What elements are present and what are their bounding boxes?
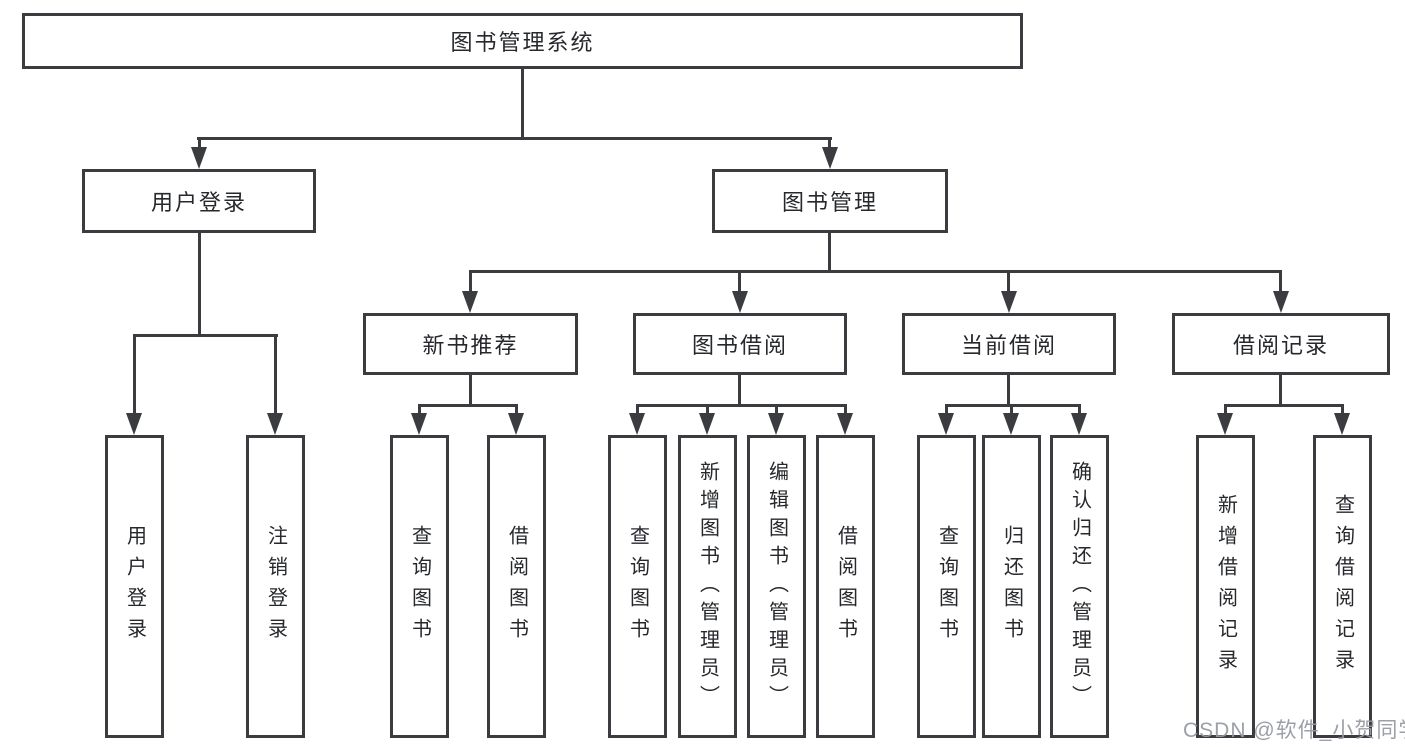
node-borrow-record: 借阅记录 (1172, 313, 1390, 375)
csdn-watermark: CSDN @软件_小贺同学 (1183, 719, 1405, 742)
connector-record-branch (1224, 404, 1344, 407)
connector-login-stem (198, 233, 201, 337)
connector-borrow-stub-1 (636, 404, 639, 416)
arrow-down-icon (699, 413, 715, 435)
arrow-down-icon (126, 413, 142, 435)
leaf-add-borrow-record-label: 新增借阅记录 (1214, 493, 1237, 680)
connector-borrow-stub-2 (706, 404, 709, 416)
connector-borrow-stub-4 (844, 404, 847, 416)
connector-mgmt-stub-2 (738, 270, 741, 291)
leaf-edit-book-admin: 编辑图书（管理员） (747, 435, 806, 738)
arrow-down-icon (938, 413, 954, 435)
connector-login-left-stub (133, 334, 136, 416)
leaf-recommend-borrow-book: 借阅图书 (487, 435, 546, 738)
connector-current-stub-1 (945, 404, 948, 416)
connector-borrow-stem (738, 375, 741, 407)
arrow-down-icon (508, 413, 524, 435)
leaf-add-book-admin-label: 新增图书（管理员） (696, 460, 719, 713)
leaf-confirm-return-admin-label: 确认归还（管理员） (1068, 460, 1091, 713)
arrow-down-icon (822, 147, 838, 169)
leaf-recommend-query-book: 查询图书 (390, 435, 449, 738)
leaf-borrow-book: 借阅图书 (816, 435, 875, 738)
node-book-borrow: 图书借阅 (633, 313, 847, 375)
arrow-down-icon (1071, 413, 1087, 435)
node-user-login-label: 用户登录 (150, 190, 247, 215)
connector-recommend-stub-2 (515, 404, 518, 416)
connector-login-branch (133, 334, 278, 337)
arrow-down-icon (629, 413, 645, 435)
connector-recommend-stem (469, 375, 472, 407)
connector-mgmt-stem (828, 233, 831, 273)
node-borrow-record-label: 借阅记录 (1232, 333, 1329, 358)
arrow-down-icon (732, 291, 748, 313)
leaf-query-borrow-record: 查询借阅记录 (1313, 435, 1372, 738)
leaf-add-borrow-record: 新增借阅记录 (1196, 435, 1255, 738)
connector-root-branch (197, 137, 832, 140)
connector-current-branch (945, 404, 1081, 407)
arrow-down-icon (837, 413, 853, 435)
leaf-return-book: 归还图书 (982, 435, 1041, 738)
connector-recommend-branch (418, 404, 518, 407)
leaf-logout: 注销登录 (246, 435, 305, 738)
arrow-down-icon (1273, 291, 1289, 313)
node-current-borrow-label: 当前借阅 (960, 333, 1057, 358)
connector-record-stub-1 (1224, 404, 1227, 416)
arrow-down-icon (462, 291, 478, 313)
leaf-borrow-query-book-label: 查询图书 (626, 524, 649, 649)
leaf-recommend-borrow-book-label: 借阅图书 (505, 524, 528, 649)
connector-recommend-stub-1 (418, 404, 421, 416)
connector-root-left-stub (198, 137, 201, 151)
node-book-management: 图书管理 (712, 169, 948, 233)
connector-mgmt-stub-4 (1279, 270, 1282, 291)
arrow-down-icon (1003, 413, 1019, 435)
leaf-borrow-query-book: 查询图书 (608, 435, 667, 738)
arrow-down-icon (1217, 413, 1233, 435)
leaf-current-query-book-label: 查询图书 (935, 524, 958, 649)
node-new-book-recommend-label: 新书推荐 (422, 333, 519, 358)
node-book-borrow-label: 图书借阅 (691, 333, 788, 358)
arrow-down-icon (1334, 413, 1350, 435)
leaf-confirm-return-admin: 确认归还（管理员） (1050, 435, 1109, 738)
connector-mgmt-stub-1 (469, 270, 472, 291)
node-new-book-recommend: 新书推荐 (363, 313, 578, 375)
arrow-down-icon (1001, 291, 1017, 313)
connector-borrow-stub-3 (775, 404, 778, 416)
connector-current-stub-2 (1010, 404, 1013, 416)
leaf-user-login: 用户登录 (105, 435, 164, 738)
leaf-edit-book-admin-label: 编辑图书（管理员） (765, 460, 788, 713)
connector-mgmt-stub-3 (1007, 270, 1010, 291)
connector-login-right-stub (274, 334, 277, 416)
arrow-down-icon (267, 413, 283, 435)
connector-root-right-stub (828, 137, 831, 151)
leaf-return-book-label: 归还图书 (1000, 524, 1023, 649)
connector-current-stub-3 (1078, 404, 1081, 416)
arrow-down-icon (768, 413, 784, 435)
leaf-logout-label: 注销登录 (264, 524, 287, 649)
connector-borrow-branch (636, 404, 847, 407)
leaf-user-login-label: 用户登录 (123, 524, 146, 649)
connector-current-stem (1007, 375, 1010, 407)
leaf-add-book-admin: 新增图书（管理员） (678, 435, 737, 738)
connector-record-stub-2 (1341, 404, 1344, 416)
node-book-management-label: 图书管理 (781, 190, 878, 215)
connector-root-stem (521, 69, 524, 139)
leaf-borrow-book-label: 借阅图书 (834, 524, 857, 649)
connector-record-stem (1279, 375, 1282, 407)
leaf-current-query-book: 查询图书 (917, 435, 976, 738)
arrow-down-icon (411, 413, 427, 435)
arrow-down-icon (191, 147, 207, 169)
leaf-recommend-query-book-label: 查询图书 (408, 524, 431, 649)
node-root: 图书管理系统 (22, 13, 1023, 69)
node-root-label: 图书管理系统 (450, 30, 595, 55)
connector-mgmt-branch (469, 270, 1282, 273)
node-current-borrow: 当前借阅 (902, 313, 1116, 375)
node-user-login: 用户登录 (82, 169, 316, 233)
leaf-query-borrow-record-label: 查询借阅记录 (1331, 493, 1354, 680)
